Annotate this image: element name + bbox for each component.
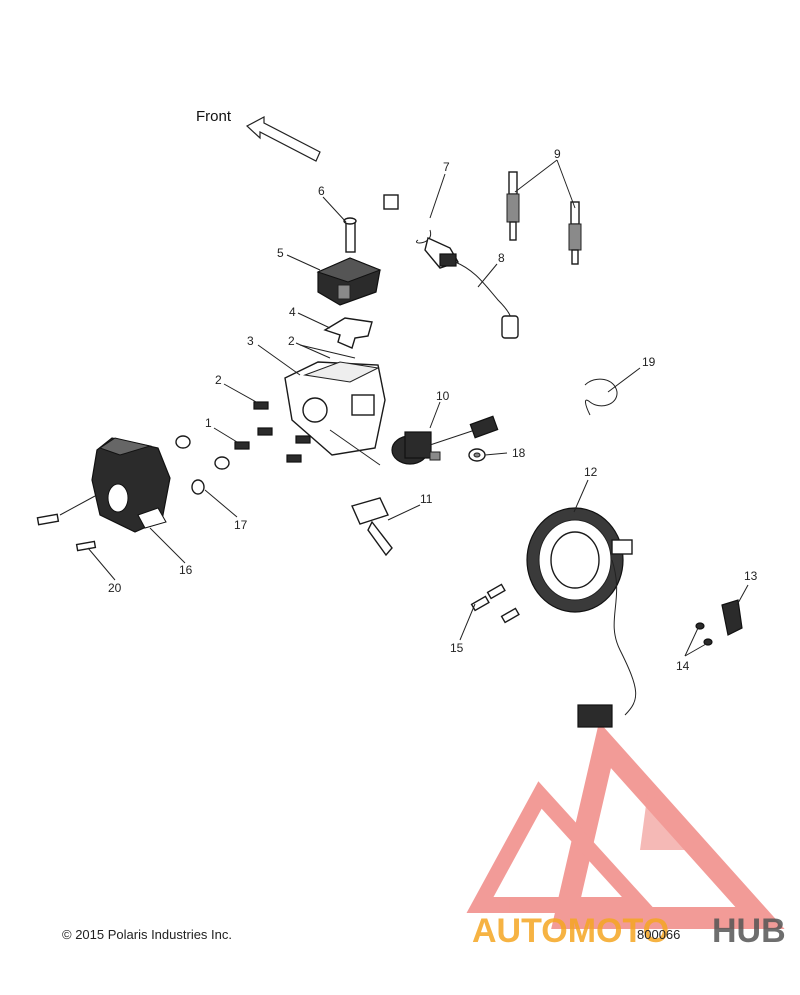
watermark-triangle-peak	[640, 790, 700, 850]
front-arrow-icon	[245, 116, 321, 162]
front-label: Front	[196, 108, 232, 125]
callout-16: 16	[179, 563, 193, 577]
callout-6: 6	[318, 184, 325, 198]
part-3-mounting-bracket	[284, 361, 386, 456]
callout-18: 18	[512, 446, 526, 460]
watermark-wordmark: AUTOMOTO HUB	[472, 912, 786, 950]
part-1-2-bolts	[234, 401, 311, 463]
part-11-key	[351, 497, 393, 557]
callout-9: 9	[554, 147, 561, 161]
callout-4: 4	[289, 305, 296, 319]
front-direction-arrow: Front	[196, 108, 321, 162]
part-10-ignition-switch	[391, 415, 499, 465]
callout-20: 20	[108, 581, 122, 595]
leader-lines	[59, 159, 749, 657]
callout-17: 17	[234, 518, 248, 532]
callout-14: 14	[676, 659, 690, 673]
part-4-bracket	[323, 317, 373, 349]
part-9-spark-plugs	[506, 171, 582, 265]
watermark-word-hub: HUB	[712, 912, 786, 950]
callout-12: 12	[584, 465, 598, 479]
part-5-ignition-coil	[316, 257, 382, 306]
part-8-sensor-wire	[439, 253, 519, 339]
watermark-logo	[466, 721, 785, 929]
part-19-clip	[584, 378, 618, 416]
watermark-word-auto: AUTOMOTO	[472, 912, 669, 950]
watermark-triangle-inner	[466, 781, 659, 913]
callout-1: 1	[205, 416, 212, 430]
callout-2: 2	[215, 373, 222, 387]
callout-19: 19	[642, 355, 656, 369]
diagram-code: 800066	[637, 927, 681, 942]
part-12-stator	[526, 507, 637, 728]
part-13-sensor	[721, 599, 743, 636]
part-20-bolts	[36, 513, 97, 552]
callout-labels: 1 2 2 2 3 4 5 6 7 8 9 10 11 12 13 14 15 …	[108, 147, 758, 673]
part-14-screws	[695, 622, 713, 646]
callout-10: 10	[436, 389, 450, 403]
part-15-bolts	[470, 583, 520, 624]
callout-8: 8	[498, 251, 505, 265]
part-16-cover	[91, 437, 171, 533]
callout-13: 13	[744, 569, 758, 583]
part-17-nuts	[175, 435, 230, 495]
callout-15: 15	[450, 641, 464, 655]
callout-2: 2	[288, 334, 295, 348]
copyright-text: © 2015 Polaris Industries Inc.	[62, 927, 232, 942]
callout-3: 3	[247, 334, 254, 348]
callout-11: 11	[420, 492, 433, 506]
callout-7: 7	[443, 160, 450, 174]
callout-5: 5	[277, 246, 284, 260]
part-18-clip	[468, 448, 486, 462]
part-6-bolt	[343, 217, 357, 253]
